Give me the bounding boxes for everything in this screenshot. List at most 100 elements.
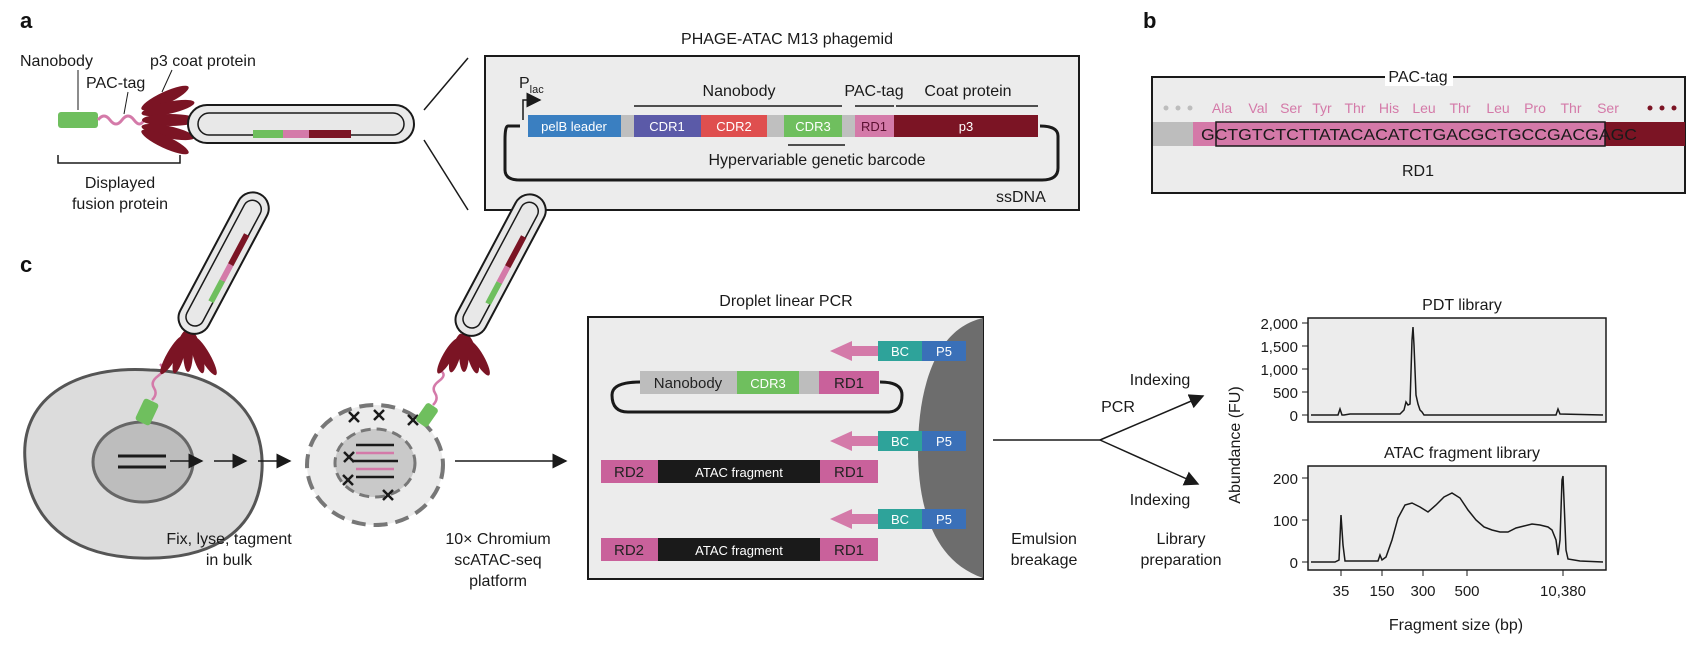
library-prep-label-1: Library (1157, 531, 1206, 548)
p3-segment (894, 115, 1038, 137)
chart-atac-area (1307, 465, 1607, 571)
atac-fragment-label-2: ATAC fragment (695, 543, 783, 558)
fix-lyse-label-2: in bulk (206, 552, 253, 569)
pelb-label: pelB leader (541, 119, 607, 134)
p5-label-3: P5 (936, 512, 952, 527)
nanobody-construct: Nanobody CDR3 RD1 (610, 371, 904, 414)
rd1-label: RD1 (861, 119, 887, 134)
pac-tag-title: PAC-tag (1388, 69, 1447, 86)
rd1-construct-label: RD1 (834, 375, 864, 392)
atac-ytick-0: 0 (1290, 555, 1298, 572)
cdr1-label: CDR1 (649, 119, 684, 134)
coat-protein-region-label: Coat protein (924, 83, 1011, 100)
atac-xtick-300: 300 (1410, 583, 1435, 600)
nanobody-construct-label: Nanobody (654, 375, 723, 392)
atac-xtick-500: 500 (1454, 583, 1479, 600)
panel-b-label: b (1143, 8, 1156, 33)
pcr-label: PCR (1101, 399, 1135, 416)
promoter-arrow (522, 92, 542, 120)
p3-coat-protein-label: p3 coat protein (150, 53, 256, 70)
aa-8: Thr (1450, 100, 1471, 116)
nanobody-shape (58, 112, 98, 128)
cdr2-segment (701, 115, 767, 137)
panel-a-label: a (20, 8, 33, 33)
pdt-trace (1311, 326, 1604, 416)
droplet-title: Droplet linear PCR (719, 293, 852, 310)
tagmented-nucleus (305, 403, 445, 527)
ssdna-label: ssDNA (996, 189, 1046, 206)
nanobody-region-label: Nanobody (703, 83, 776, 100)
indexing-label-top: Indexing (1130, 372, 1191, 389)
phagemid-title: PHAGE-ATAC M13 phagemid (681, 31, 893, 48)
platform-label-2: scATAC-seq (454, 552, 541, 569)
aa-9: Leu (1486, 100, 1509, 116)
pdt-ytick-2000: 2,000 (1260, 316, 1298, 333)
nanobody-label: Nanobody (20, 53, 93, 70)
y-axis-label: Abundance (FU) (1227, 386, 1244, 503)
aa-5: Thr (1345, 100, 1366, 116)
aa-11: Thr (1561, 100, 1582, 116)
amino-acid-row: Ala Val Ser Tyr Thr His Leu Thr Leu Pro … (1212, 100, 1619, 116)
phage-illustration-a (58, 85, 415, 155)
p5-label-2: P5 (936, 434, 952, 449)
primer-row-3: BC P5 (830, 509, 966, 529)
phage-bound-cell (135, 191, 270, 426)
emulsion-label-1: Emulsion (1011, 531, 1077, 548)
displayed-bracket (57, 155, 181, 164)
x-axis-label: Fragment size (bp) (1389, 617, 1523, 634)
p3-coat-protein-shape (141, 85, 198, 155)
library-prep-label-2: preparation (1141, 552, 1222, 569)
rd1-atac-label-2: RD1 (834, 542, 864, 559)
intact-cell (23, 367, 264, 560)
pdt-ytick-1500: 1,500 (1260, 339, 1298, 356)
rd2-label-2: RD2 (614, 542, 644, 559)
cdr2-label: CDR2 (716, 119, 751, 134)
atac-fragment-1: RD2 ATAC fragment RD1 (601, 460, 878, 483)
displayed-label-1: Displayed (85, 175, 155, 192)
platform-label-3: platform (469, 573, 527, 590)
cdr3-label: CDR3 (795, 119, 830, 134)
barcode-label: Hypervariable genetic barcode (708, 152, 925, 169)
bc-label-3: BC (891, 512, 909, 527)
primer-row-2: BC P5 (830, 431, 966, 451)
pdt-ytick-0: 0 (1290, 408, 1298, 425)
chart-pdt-title: PDT library (1422, 297, 1502, 314)
aa-1: Ala (1212, 100, 1232, 116)
aa-12: Ser (1597, 100, 1619, 116)
aa-3: Ser (1280, 100, 1302, 116)
rd1-atac-label-1: RD1 (834, 464, 864, 481)
atac-fragment-2: RD2 ATAC fragment RD1 (601, 538, 878, 561)
p5-label-1: P5 (936, 344, 952, 359)
pdt-ytick-1000: 1,000 (1260, 362, 1298, 379)
pdt-ytick-500: 500 (1273, 385, 1298, 402)
atac-xtick-10380: 10,380 (1540, 583, 1586, 600)
atac-trace (1311, 475, 1604, 563)
atac-fragment-label-1: ATAC fragment (695, 465, 783, 480)
pac-tag-label: PAC-tag (86, 75, 145, 92)
sequence-bar (1193, 122, 1637, 146)
pelb-leader-segment (528, 115, 621, 137)
pac-tag-region-label: PAC-tag (844, 83, 903, 100)
fix-lyse-label-1: Fix, lyse, tagment (166, 531, 292, 548)
atac-ytick-100: 100 (1273, 513, 1298, 530)
aa-2: Val (1248, 100, 1267, 116)
chart-atac-xticks: 35 150 300 500 10,380 (1333, 570, 1586, 600)
atac-ytick-200: 200 (1273, 471, 1298, 488)
panel-c-label: c (20, 252, 32, 277)
rd2-label-1: RD2 (614, 464, 644, 481)
phage-bound-nucleus (416, 193, 547, 427)
platform-label-1: 10× Chromium (445, 531, 550, 548)
rd1-sequence-box (1215, 121, 1606, 147)
aa-6: His (1379, 100, 1399, 116)
primer-row-1: BC P5 (830, 341, 966, 361)
atac-xtick-150: 150 (1369, 583, 1394, 600)
cdr3-construct-label: CDR3 (750, 376, 785, 391)
aa-10: Pro (1524, 100, 1546, 116)
rd1-b-label: RD1 (1402, 163, 1434, 180)
chart-pdt-yticks: 2,000 1,500 1,000 500 0 (1260, 316, 1308, 425)
chart-atac-yticks: 200 100 0 (1273, 471, 1308, 572)
p3-label: p3 (959, 119, 973, 134)
indexing-label-bottom: Indexing (1130, 492, 1191, 509)
cdr1-segment (634, 115, 701, 137)
chart-atac-title: ATAC fragment library (1384, 445, 1540, 462)
